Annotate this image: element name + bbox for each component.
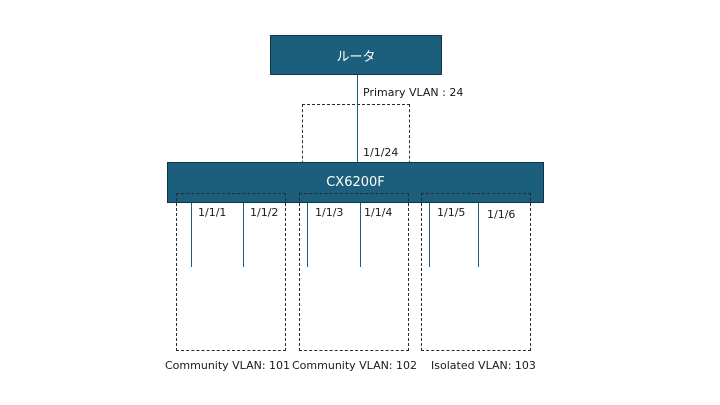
group-label-3: Isolated VLAN: 103 — [431, 359, 536, 372]
group-label-1: Community VLAN: 101 — [165, 359, 291, 372]
uplink-port-label: 1/1/24 — [363, 146, 399, 159]
port-line-5 — [429, 203, 430, 267]
isolated-vlan-103-area — [421, 193, 531, 351]
port-line-2 — [243, 203, 244, 267]
port-label-5: 1/1/5 — [437, 206, 466, 219]
port-label-2: 1/1/2 — [250, 206, 279, 219]
port-label-4: 1/1/4 — [364, 206, 393, 219]
port-label-1: 1/1/1 — [198, 206, 227, 219]
switch-node: CX6200F — [167, 162, 544, 203]
port-line-3 — [307, 203, 308, 267]
port-label-3: 1/1/3 — [315, 206, 344, 219]
port-line-6 — [478, 203, 479, 267]
router-node: ルータ — [270, 35, 442, 75]
switch-label: CX6200F — [326, 175, 385, 190]
group-label-2: Community VLAN: 102 — [292, 359, 418, 372]
router-label: ルータ — [336, 49, 376, 65]
primary-vlan-area — [302, 104, 410, 169]
port-label-6: 1/1/6 — [487, 208, 516, 221]
community-vlan-102-area — [299, 193, 409, 351]
primary-vlan-label: Primary VLAN : 24 — [363, 86, 464, 99]
uplink-line — [357, 75, 358, 163]
port-line-1 — [191, 203, 192, 267]
community-vlan-101-area — [176, 193, 286, 351]
port-line-4 — [360, 203, 361, 267]
